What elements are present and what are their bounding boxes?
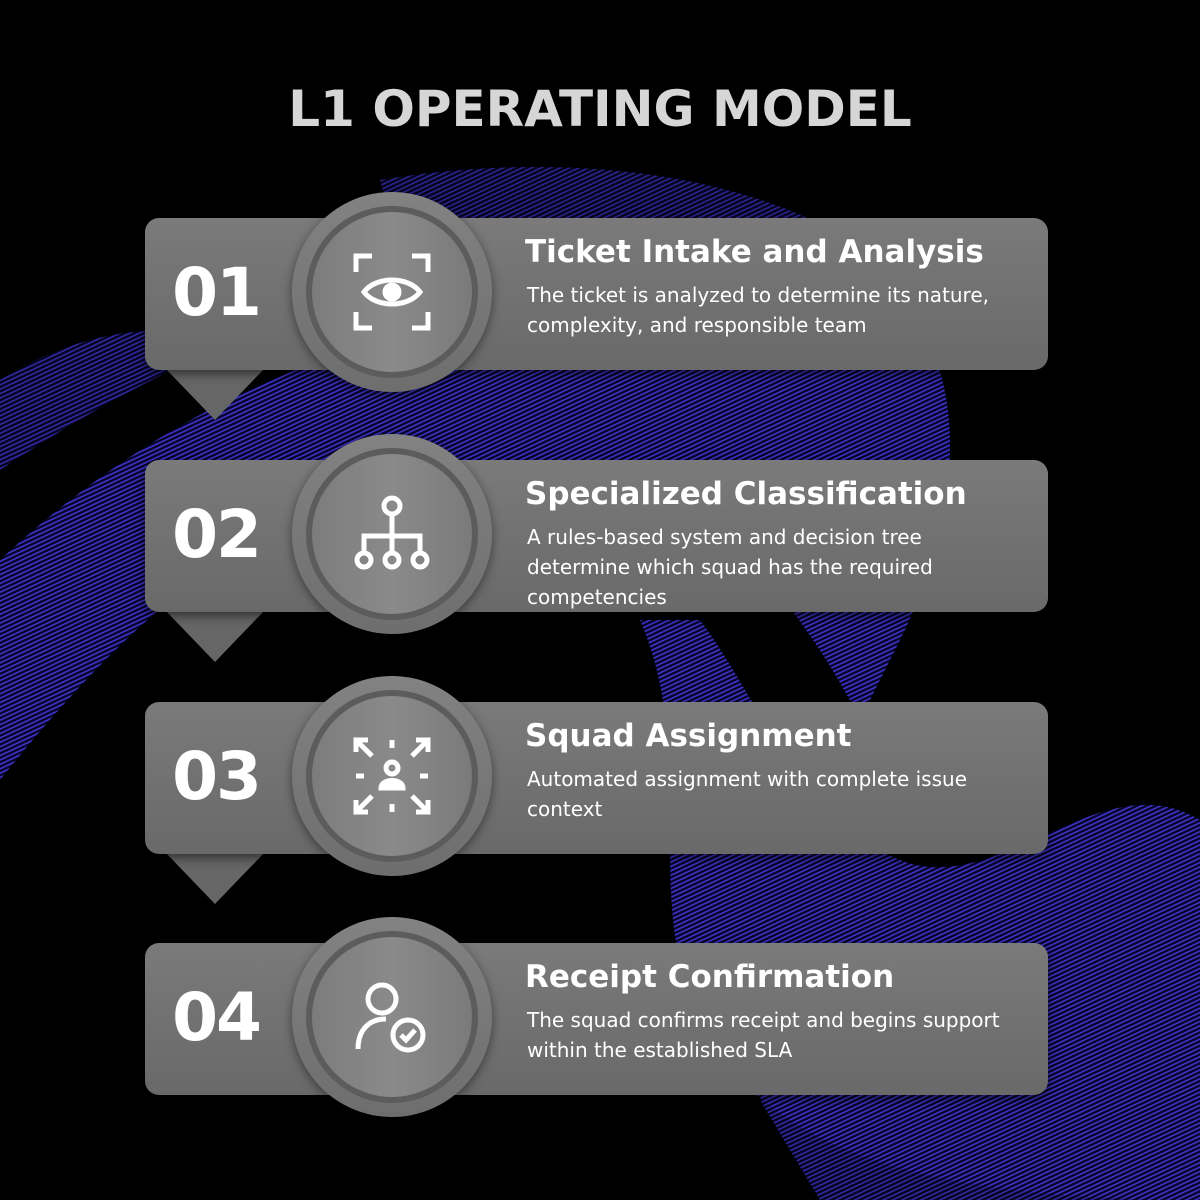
eye-scan-icon [353, 253, 431, 331]
icon-ring [306, 931, 478, 1103]
pointer-arrow [165, 610, 265, 662]
step-number: 02 [172, 496, 262, 573]
step-description: The ticket is analyzed to determine its … [527, 283, 989, 337]
step-description: Automated assignment with complete issue… [527, 767, 967, 821]
step-number: 01 [172, 254, 262, 331]
page-title: L1 OPERATING MODEL [288, 80, 912, 138]
pointer-arrow [165, 368, 265, 420]
step-number: 03 [172, 738, 262, 815]
step-title: Receipt Confirmation [525, 959, 895, 995]
icon-ring [306, 206, 478, 378]
icon-ring [306, 690, 478, 862]
pointer-arrow [165, 852, 265, 904]
step-1: 01 Ticket Intake and Analysis The ticket… [145, 192, 1048, 420]
user-check-icon [355, 982, 426, 1053]
step-title: Specialized Classification [525, 476, 967, 512]
step-4: 04 Receipt Confirmation The squad confir… [145, 917, 1048, 1117]
icon-badge [292, 676, 492, 876]
step-3: 03 Squad Assignment Automated assignment… [145, 676, 1048, 904]
step-2: 02 Specialized Classification A rules-ba… [145, 434, 1048, 662]
step-title: Ticket Intake and Analysis [525, 234, 984, 270]
icon-badge [292, 434, 492, 634]
icon-badge [292, 192, 492, 392]
user-focus-arrows-icon [353, 737, 431, 815]
icon-ring [306, 448, 478, 620]
step-description: The squad confirms receipt and begins su… [527, 1008, 1000, 1062]
step-description: A rules-based system and decision tree d… [527, 525, 933, 609]
step-number: 04 [172, 979, 262, 1056]
step-title: Squad Assignment [525, 718, 852, 754]
icon-badge [292, 917, 492, 1117]
hierarchy-tree-icon [354, 495, 430, 570]
